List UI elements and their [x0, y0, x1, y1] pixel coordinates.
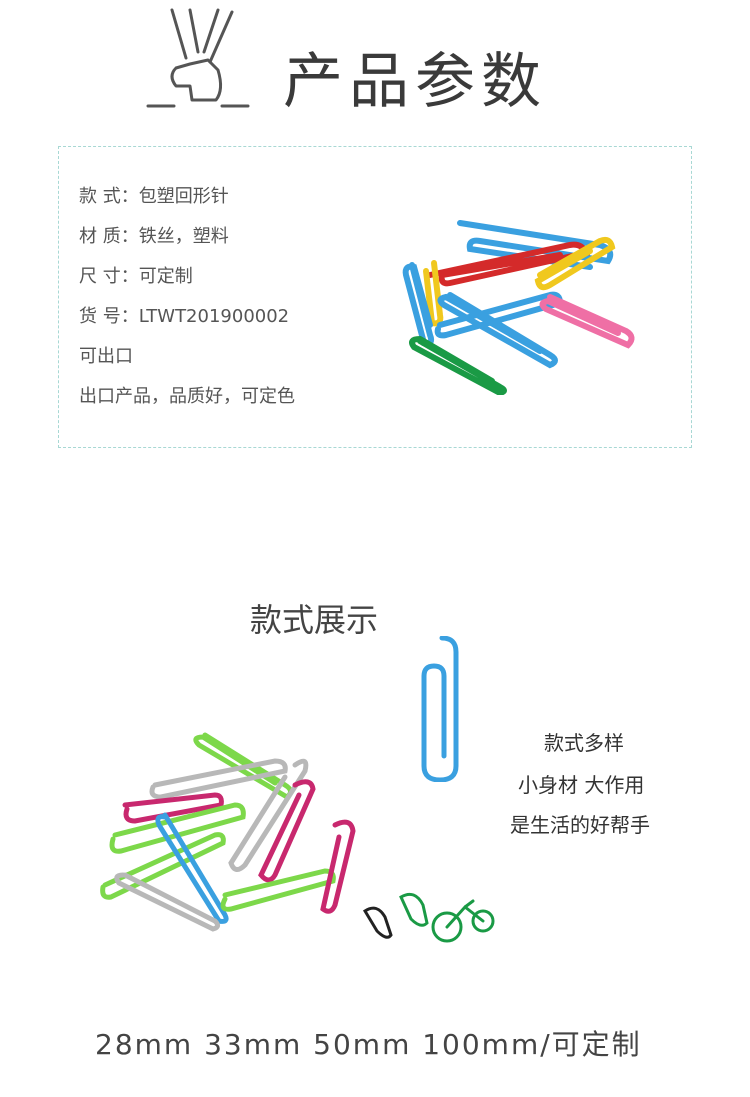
- slogan-line-2: 小身材 大作用: [518, 773, 645, 797]
- slogan-line-1: 款式多样: [544, 731, 624, 755]
- large-blue-clip-image: [420, 635, 460, 783]
- victory-hand-icon: [146, 6, 250, 114]
- param-export: 可出口: [79, 346, 133, 367]
- size-options: 28mm 33mm 50mm 100mm/可定制: [95, 1028, 642, 1061]
- page-title: 产品参数: [283, 47, 547, 117]
- product-params-panel: 款 式：包塑回形针 材 质：铁丝，塑料 尺 寸：可定制 货 号：LTWT2019…: [58, 146, 692, 448]
- assorted-clips-image: [95, 725, 515, 955]
- slogan-line-3: 是生活的好帮手: [510, 813, 650, 837]
- blue-clip-mark-2: [402, 262, 435, 347]
- foot-clip-black: [362, 906, 393, 939]
- red-clip-mark: [427, 241, 591, 287]
- bicycle-clip-wheel-2: [471, 909, 495, 933]
- yellow-clip-mark: [534, 236, 616, 291]
- param-style: 款 式：包塑回形针: [79, 186, 229, 207]
- paper-clips-image: [400, 205, 640, 397]
- param-quality: 出口产品，品质好，可定色: [79, 386, 295, 407]
- pink-clip-mark: [539, 294, 635, 349]
- param-item-number: 货 号：LTWT201900002: [79, 306, 290, 327]
- foot-clip-green: [399, 892, 429, 927]
- param-material: 材 质：铁丝，塑料: [79, 226, 229, 247]
- bicycle-clip-wheel-1: [431, 911, 463, 943]
- section-title: 款式展示: [250, 601, 379, 639]
- bicycle-clip-frame: [445, 899, 485, 929]
- blue-clip-mark-3: [437, 292, 558, 369]
- green-clip-mark: [409, 335, 507, 397]
- param-size: 尺 寸：可定制: [79, 266, 193, 287]
